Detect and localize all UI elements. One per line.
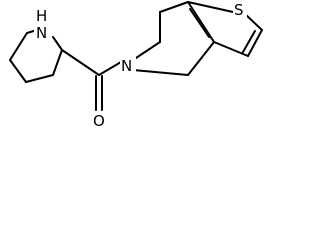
oxygen-label: O <box>93 112 105 130</box>
thiophene-ring <box>187 1 263 57</box>
bond-c3-c4 <box>9 59 27 83</box>
nh-label-mask <box>34 8 50 40</box>
bond-c2p-nh <box>52 36 63 51</box>
bond-c2t-c3t-a <box>247 29 263 57</box>
bond-c4-c5 <box>25 74 54 83</box>
bond-s-c2t <box>244 13 263 31</box>
bond-c2-c3 <box>9 32 28 61</box>
bond-n-c6 <box>132 41 161 61</box>
bond-c3a-c7a-inner <box>189 8 210 38</box>
tetrahydropyridine-ring <box>132 1 215 76</box>
bond-c7a-s <box>187 1 234 13</box>
bond-c5-c2p <box>52 49 63 76</box>
sulfur-label-mask <box>233 0 247 19</box>
bond-c2t-c3t-b <box>242 30 256 53</box>
amide-n-label-mask <box>120 56 136 74</box>
bond-c3a-c4 <box>187 41 215 76</box>
chemical-structure: H N N O S <box>9 0 263 130</box>
bond-c7a-c3a <box>187 1 215 43</box>
bond-c3t-c3a <box>213 41 249 57</box>
bond-c4-n <box>132 69 189 76</box>
nh-nitrogen-label: N <box>36 24 47 42</box>
amide-nitrogen-label: N <box>121 57 132 75</box>
bond-carbonyl-n <box>98 61 122 76</box>
bond-c2-carbonyl <box>61 49 100 76</box>
sulfur-label: S <box>234 1 244 19</box>
nh-hydrogen-label: H <box>36 7 47 25</box>
bond-c7-c7a <box>159 1 189 13</box>
atom-labels: H N N O S <box>34 0 247 130</box>
oxygen-label-mask <box>92 111 108 129</box>
carbonyl-group <box>95 75 103 111</box>
